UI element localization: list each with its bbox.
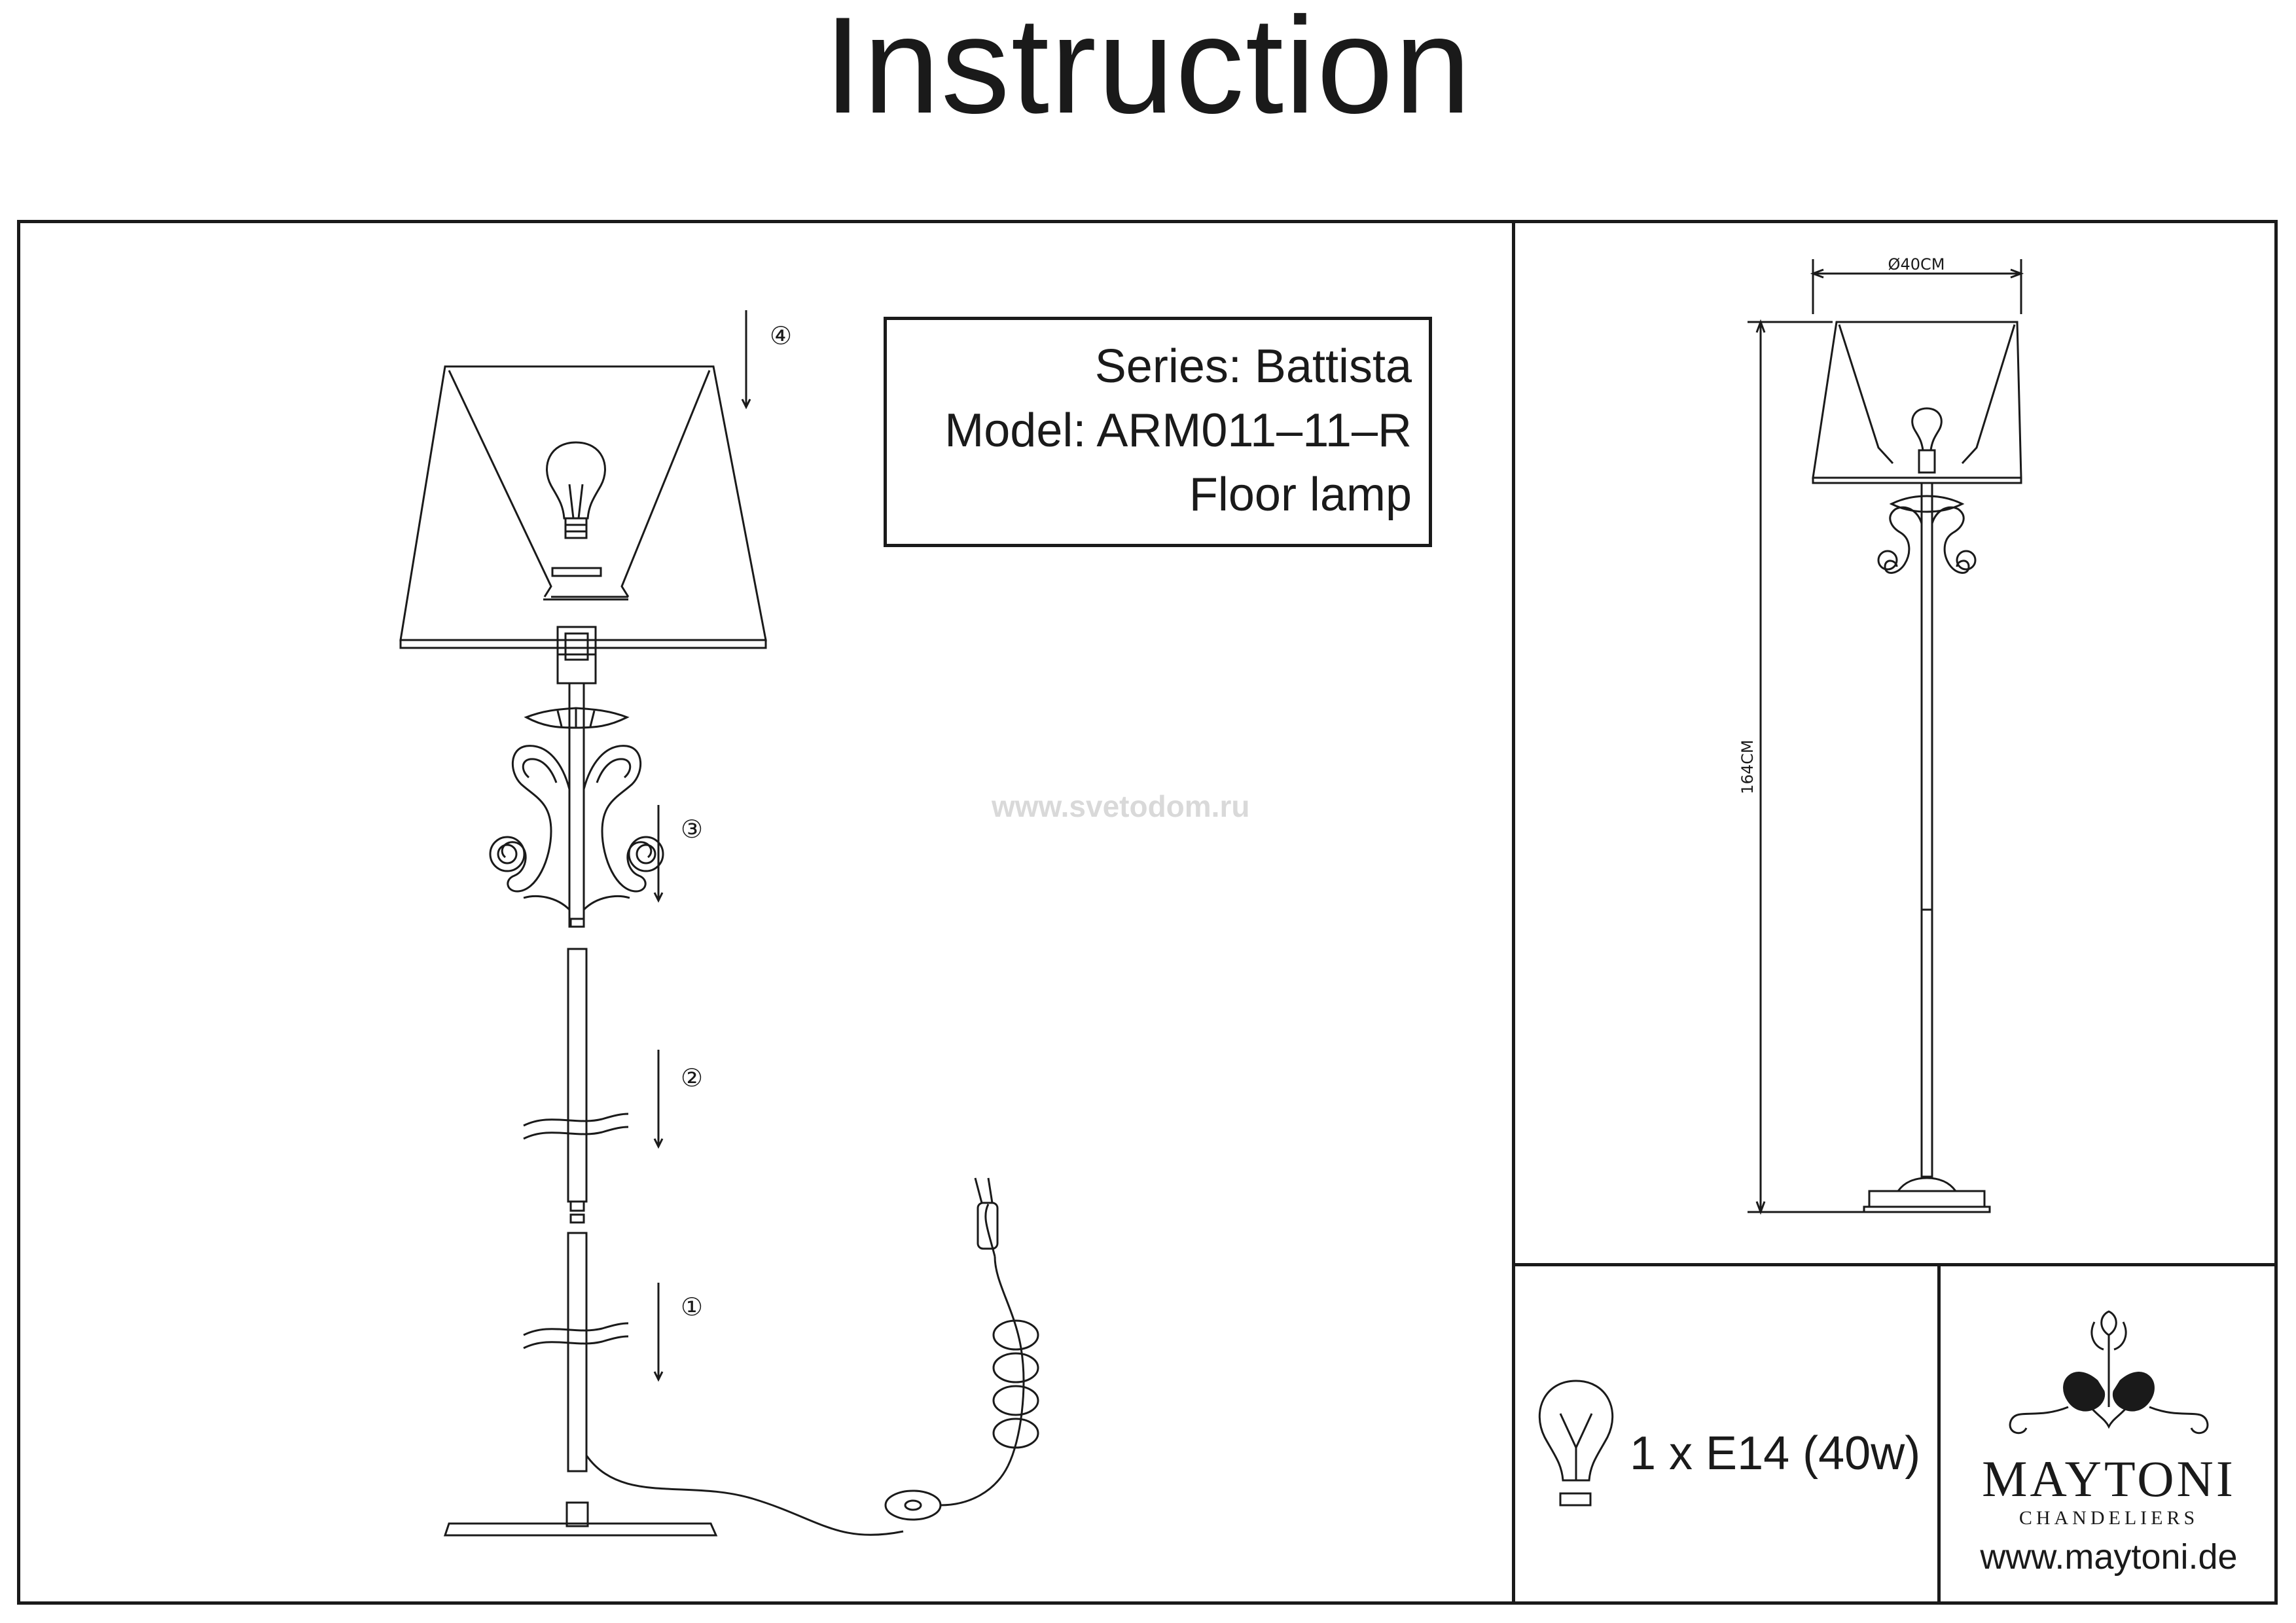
instruction-frame xyxy=(17,220,2278,1605)
model-label: Model: ARM011–11–R xyxy=(944,404,1412,457)
brand-subtitle: CHANDELIERS xyxy=(2018,1507,2199,1529)
maytoni-ornament-icon xyxy=(2009,1310,2209,1435)
scroll-right-exploded xyxy=(583,745,664,911)
stem-top-exploded xyxy=(524,682,630,928)
assembled-lamp xyxy=(1812,321,2022,1213)
shade-exploded xyxy=(399,365,767,649)
dimension-lines xyxy=(1748,259,2024,1215)
cord-exploded xyxy=(585,1177,1039,1536)
height-label: 164CM xyxy=(1738,740,1757,794)
divider-vertical-main xyxy=(1512,220,1515,1605)
watermark: www.svetodom.ru xyxy=(992,789,1250,823)
step-numbers: ④ ③ ② ① xyxy=(681,321,792,1321)
bulb-spec-icon xyxy=(1538,1380,1614,1507)
base-exploded xyxy=(443,1501,718,1537)
socket-exploded xyxy=(556,626,597,685)
step-arrows xyxy=(653,310,751,1382)
bulb-exploded-icon xyxy=(546,441,606,577)
product-info-box: Series: Battista Model: ARM011–11–R Floo… xyxy=(884,317,1432,547)
series-label: Series: Battista xyxy=(1094,340,1412,393)
bulb-spec-text: 1 x E14 (40w) xyxy=(1630,1427,1921,1480)
type-label: Floor lamp xyxy=(1189,469,1412,521)
stem-bottom-exploded xyxy=(523,1213,629,1472)
scroll-left-exploded xyxy=(489,745,571,911)
brand-website-link[interactable]: www.maytoni.de xyxy=(1980,1537,2238,1577)
step-4-label: ④ xyxy=(770,321,792,350)
page-title: Instruction xyxy=(823,0,1473,142)
stem-middle-exploded xyxy=(523,918,629,1212)
step-1-label: ① xyxy=(681,1293,703,1321)
brand-name: MAYTONI xyxy=(1982,1450,2236,1507)
divider-horizontal-right xyxy=(1512,1263,2278,1266)
diameter-label: Ø40CM xyxy=(1888,255,1945,274)
step-3-label: ③ xyxy=(681,815,703,844)
step-2-label: ② xyxy=(681,1063,703,1092)
divider-vertical-bottom xyxy=(1937,1263,1941,1605)
